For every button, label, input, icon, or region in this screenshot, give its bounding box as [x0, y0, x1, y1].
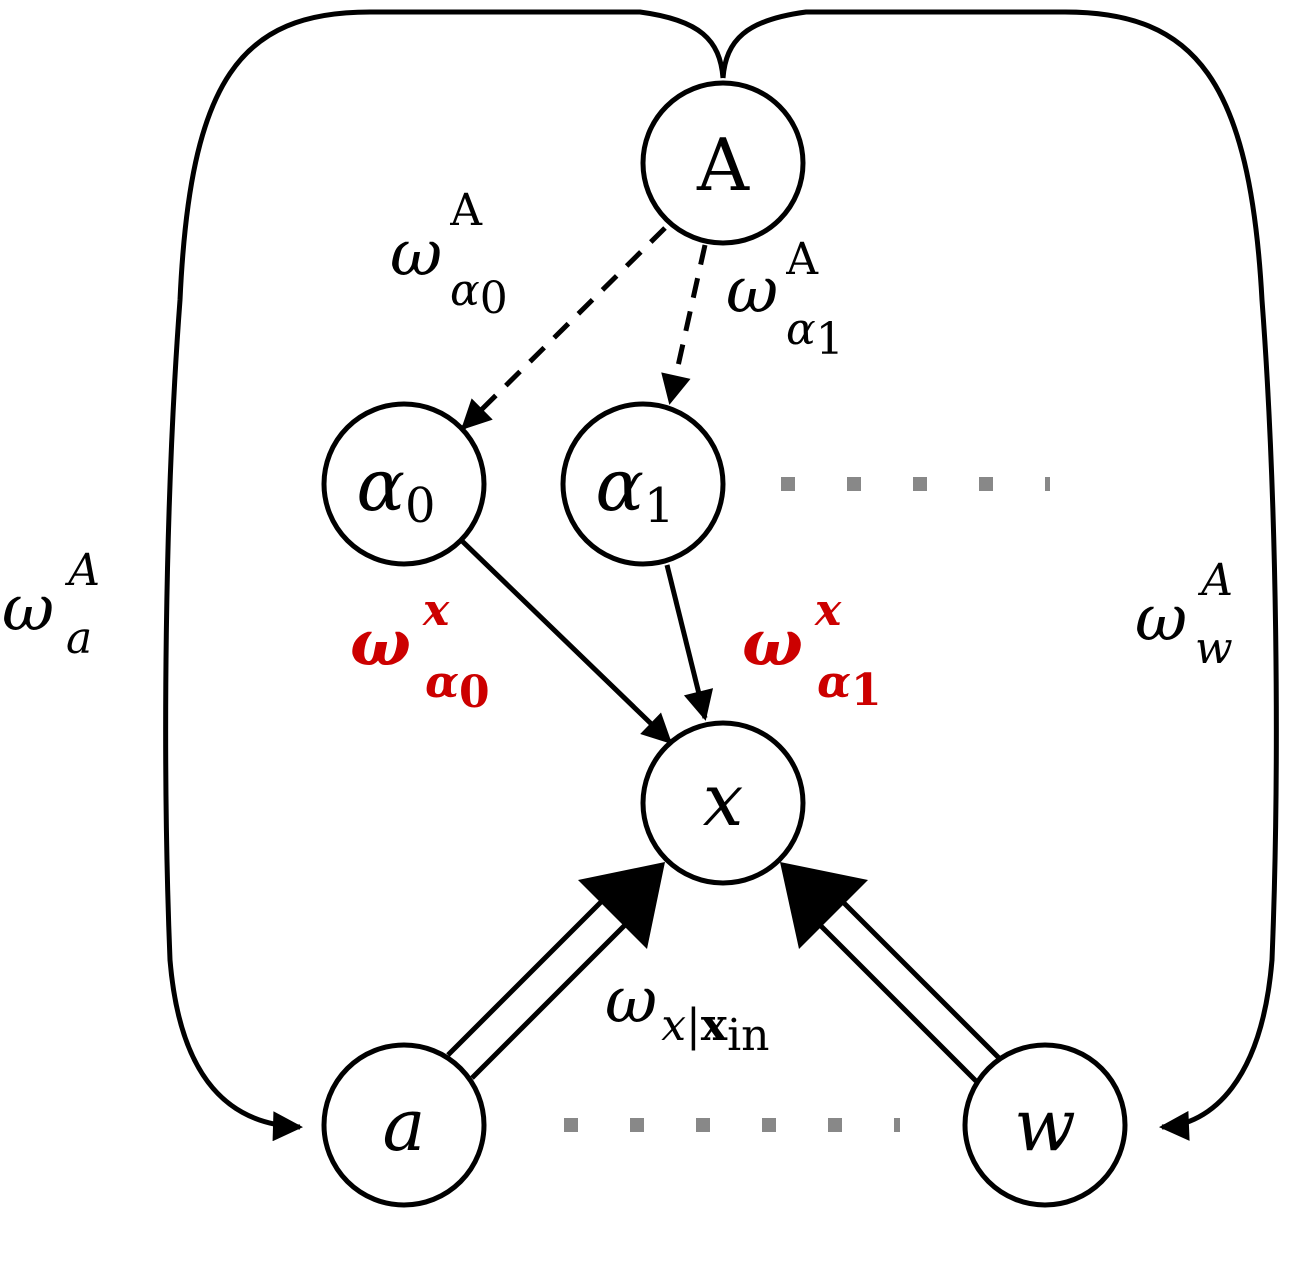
node-alpha0-sub: 0	[405, 478, 436, 534]
node-a-label: a	[383, 1083, 426, 1167]
svg-text:α1: α1	[595, 443, 674, 534]
node-alpha1-label: α	[595, 443, 644, 527]
edge-a-to-x	[446, 862, 665, 1080]
node-x-label: x	[703, 758, 744, 842]
node-w-label: w	[1014, 1083, 1076, 1167]
node-A: A	[640, 80, 806, 246]
node-x: x	[640, 720, 806, 886]
label-omega-x-given-xin: ωx|xin	[605, 964, 769, 1061]
node-alpha0-label: α	[356, 443, 405, 527]
node-alpha1-sub: 1	[644, 478, 675, 534]
edge-A-to-a	[163, 9, 726, 1142]
edge-A-to-w	[720, 9, 1279, 1141]
edge-w-to-x	[780, 862, 1001, 1083]
edge-alpha0-to-x	[459, 538, 673, 745]
node-alpha1: α1	[560, 401, 726, 567]
svg-text:α0: α0	[356, 443, 435, 534]
edge-A-to-alpha0	[460, 226, 667, 431]
node-w: w	[962, 1042, 1128, 1208]
node-a: a	[321, 1042, 487, 1208]
node-A-label: A	[696, 123, 750, 207]
edge-alpha1-to-x	[664, 564, 714, 721]
node-alpha0: α0	[321, 401, 487, 567]
edge-A-to-alpha1	[661, 244, 708, 405]
